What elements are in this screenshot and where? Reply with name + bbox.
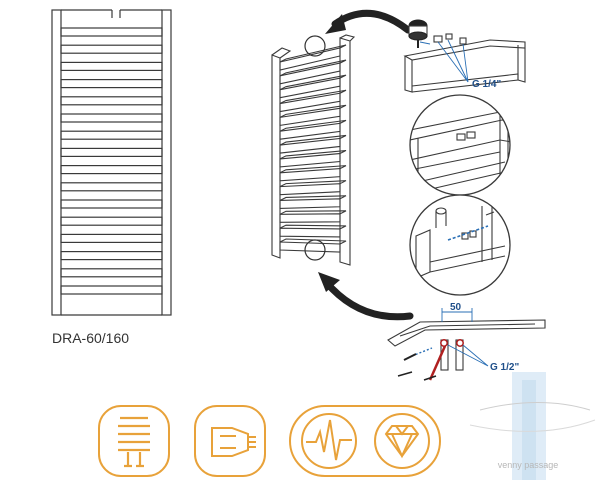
- perspective-bar-edge: [279, 180, 347, 188]
- perspective-bar: [279, 47, 341, 71]
- front-bar: [60, 268, 163, 278]
- front-bar: [60, 130, 163, 140]
- perspective-bar: [279, 77, 341, 99]
- inlet-detail-bottom: [387, 308, 546, 381]
- front-bar: [60, 165, 163, 175]
- perspective-bar: [279, 107, 341, 127]
- perspective-bar: [279, 92, 341, 113]
- perspective-bar-edge: [279, 119, 347, 132]
- perspective-bar-edge: [279, 74, 347, 91]
- perspective-bar: [279, 241, 341, 253]
- zoom-detail-fitting: [409, 194, 511, 296]
- pill-icon-group: [289, 405, 441, 477]
- front-bar: [60, 96, 163, 106]
- front-bar: [60, 182, 163, 192]
- perspective-bar: [279, 213, 341, 223]
- front-bar: [60, 61, 163, 72]
- front-bar: [60, 233, 163, 243]
- valve-thread-label: G 1/4": [472, 79, 501, 90]
- feature-icons: [98, 405, 441, 477]
- front-bar: [60, 27, 163, 37]
- perspective-bar-edge: [279, 134, 347, 146]
- front-bar: [60, 147, 163, 157]
- front-bar: [60, 199, 163, 209]
- model-label: DRA-60/160: [52, 330, 129, 346]
- front-bar: [60, 251, 163, 261]
- perspective-bar: [279, 152, 341, 168]
- radiator-perspective-view: [271, 34, 356, 266]
- perspective-bar-edge: [279, 44, 347, 63]
- perspective-bar: [279, 183, 341, 196]
- perspective-bar: [279, 168, 341, 182]
- electric-plug-icon: [194, 405, 266, 477]
- vent-valve-icon: [408, 19, 428, 48]
- perspective-bar-edge: [279, 59, 347, 77]
- watermark: venny passage: [469, 372, 596, 480]
- perspective-bar-edge: [279, 89, 347, 105]
- perspective-bar-edge: [279, 149, 347, 160]
- diamond-icon: [374, 413, 430, 469]
- watermark-text: venny passage: [498, 460, 559, 470]
- spacing-dimension-label: 50: [450, 302, 462, 313]
- perspective-bar: [279, 122, 341, 140]
- front-bar: [60, 78, 163, 89]
- radiator-front-view: [51, 9, 172, 316]
- waveform-icon: [301, 413, 357, 469]
- front-bar: [60, 285, 163, 295]
- zoom-detail-bracket: [409, 94, 511, 196]
- perspective-bar-edge: [279, 195, 347, 201]
- front-bar: [60, 44, 163, 54]
- perspective-bar: [279, 227, 341, 238]
- perspective-bar-edge: [279, 210, 347, 215]
- perspective-bar-edge: [279, 224, 347, 230]
- front-bar: [60, 216, 163, 226]
- perspective-bar: [279, 137, 341, 154]
- perspective-bar-edge: [279, 165, 347, 174]
- front-bar: [60, 113, 163, 123]
- perspective-bar: [279, 198, 341, 210]
- perspective-bar: [279, 62, 341, 85]
- arrow-to-top-detail: [325, 9, 412, 34]
- perspective-bar-edge: [279, 104, 347, 118]
- heating-radiator-icon: [98, 405, 170, 477]
- valve-detail-top: [403, 19, 526, 93]
- inlet-thread-label: G 1/2": [490, 362, 519, 373]
- arrow-to-bottom-detail: [318, 272, 414, 321]
